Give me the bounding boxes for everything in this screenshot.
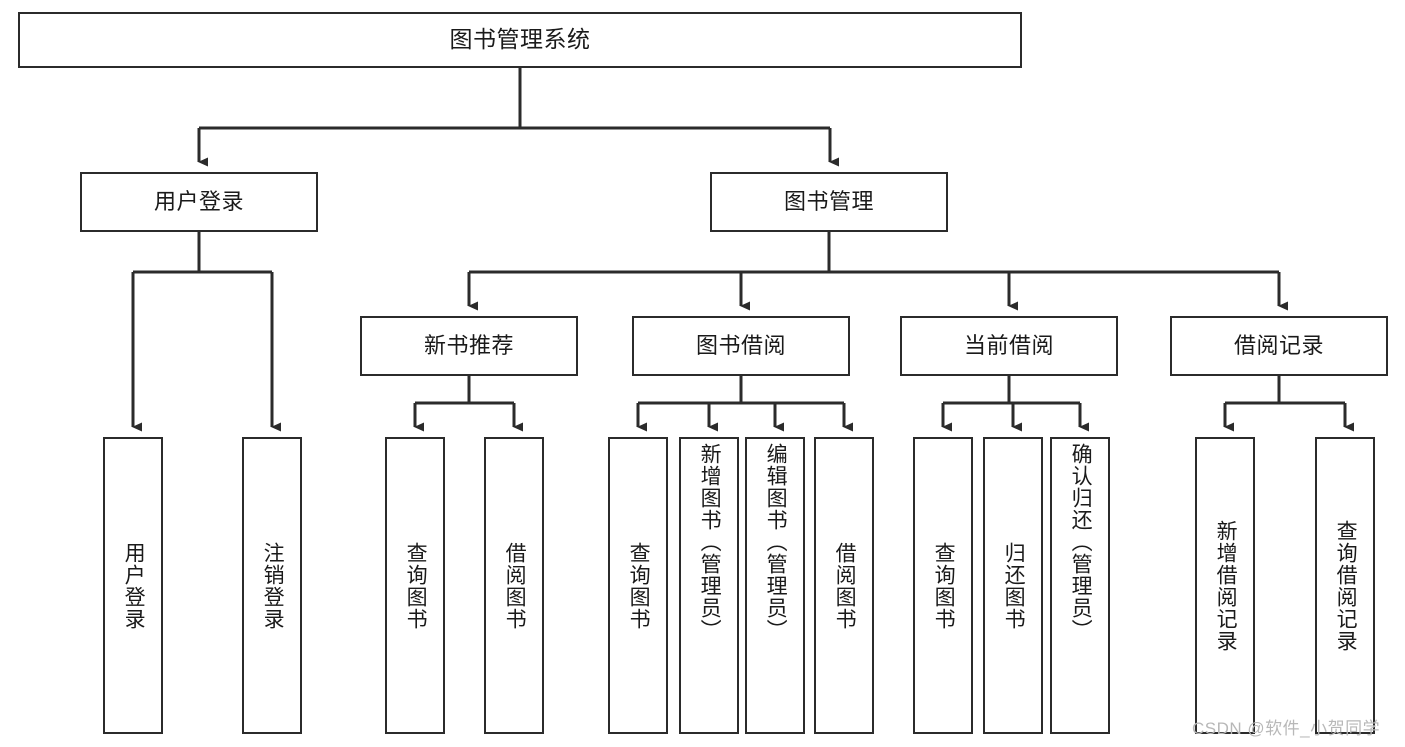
node-borrow-record[interactable]: 借阅记录 [1170, 316, 1388, 376]
leaf-edit-book-admin[interactable]: 编辑图书（管理员） [745, 437, 805, 734]
node-new-book-recommend[interactable]: 新书推荐 [360, 316, 578, 376]
node-book-borrow-label: 图书借阅 [695, 332, 786, 358]
leaf-borrow-book-recommend-label: 借阅图书 [503, 541, 527, 630]
leaf-add-book-admin[interactable]: 新增图书（管理员） [679, 437, 739, 734]
leaf-borrow-book[interactable]: 借阅图书 [814, 437, 874, 734]
leaf-query-book-recommend[interactable]: 查询图书 [385, 437, 445, 734]
node-root-system[interactable]: 图书管理系统 [18, 12, 1022, 68]
leaf-query-borrow-record[interactable]: 查询借阅记录 [1315, 437, 1375, 734]
leaf-query-book-borrow-label: 查询图书 [627, 541, 651, 630]
node-user-login-label: 用户登录 [153, 188, 244, 214]
leaf-borrow-book-label: 借阅图书 [833, 541, 857, 630]
leaf-user-login-label: 用户登录 [122, 541, 146, 630]
leaf-user-logout-label: 注销登录 [261, 541, 285, 630]
leaf-add-borrow-record[interactable]: 新增借阅记录 [1195, 437, 1255, 734]
leaf-add-book-admin-label: 新增图书（管理员） [698, 443, 722, 641]
node-borrow-record-label: 借阅记录 [1233, 332, 1324, 358]
leaf-confirm-return-admin[interactable]: 确认归还（管理员） [1050, 437, 1110, 734]
leaf-borrow-book-recommend[interactable]: 借阅图书 [484, 437, 544, 734]
leaf-edit-book-admin-label: 编辑图书（管理员） [764, 443, 788, 641]
leaf-query-book-current-label: 查询图书 [932, 541, 956, 630]
node-current-borrow[interactable]: 当前借阅 [900, 316, 1118, 376]
node-book-borrow[interactable]: 图书借阅 [632, 316, 850, 376]
leaf-return-book-label: 归还图书 [1002, 541, 1026, 630]
leaf-query-borrow-record-label: 查询借阅记录 [1334, 519, 1358, 652]
leaf-add-borrow-record-label: 新增借阅记录 [1214, 519, 1238, 652]
node-book-management-label: 图书管理 [783, 188, 874, 214]
node-current-borrow-label: 当前借阅 [963, 332, 1054, 358]
leaf-user-login[interactable]: 用户登录 [103, 437, 163, 734]
leaf-query-book-recommend-label: 查询图书 [404, 541, 428, 630]
leaf-user-logout[interactable]: 注销登录 [242, 437, 302, 734]
node-user-login[interactable]: 用户登录 [80, 172, 318, 232]
leaf-query-book-borrow[interactable]: 查询图书 [608, 437, 668, 734]
csdn-watermark: CSDN @软件_小贺同学 [1192, 719, 1381, 738]
leaf-confirm-return-admin-label: 确认归还（管理员） [1069, 443, 1093, 641]
node-book-management[interactable]: 图书管理 [710, 172, 948, 232]
node-root-label: 图书管理系统 [449, 26, 591, 53]
node-new-book-recommend-label: 新书推荐 [423, 332, 514, 358]
leaf-query-book-current[interactable]: 查询图书 [913, 437, 973, 734]
leaf-return-book[interactable]: 归还图书 [983, 437, 1043, 734]
